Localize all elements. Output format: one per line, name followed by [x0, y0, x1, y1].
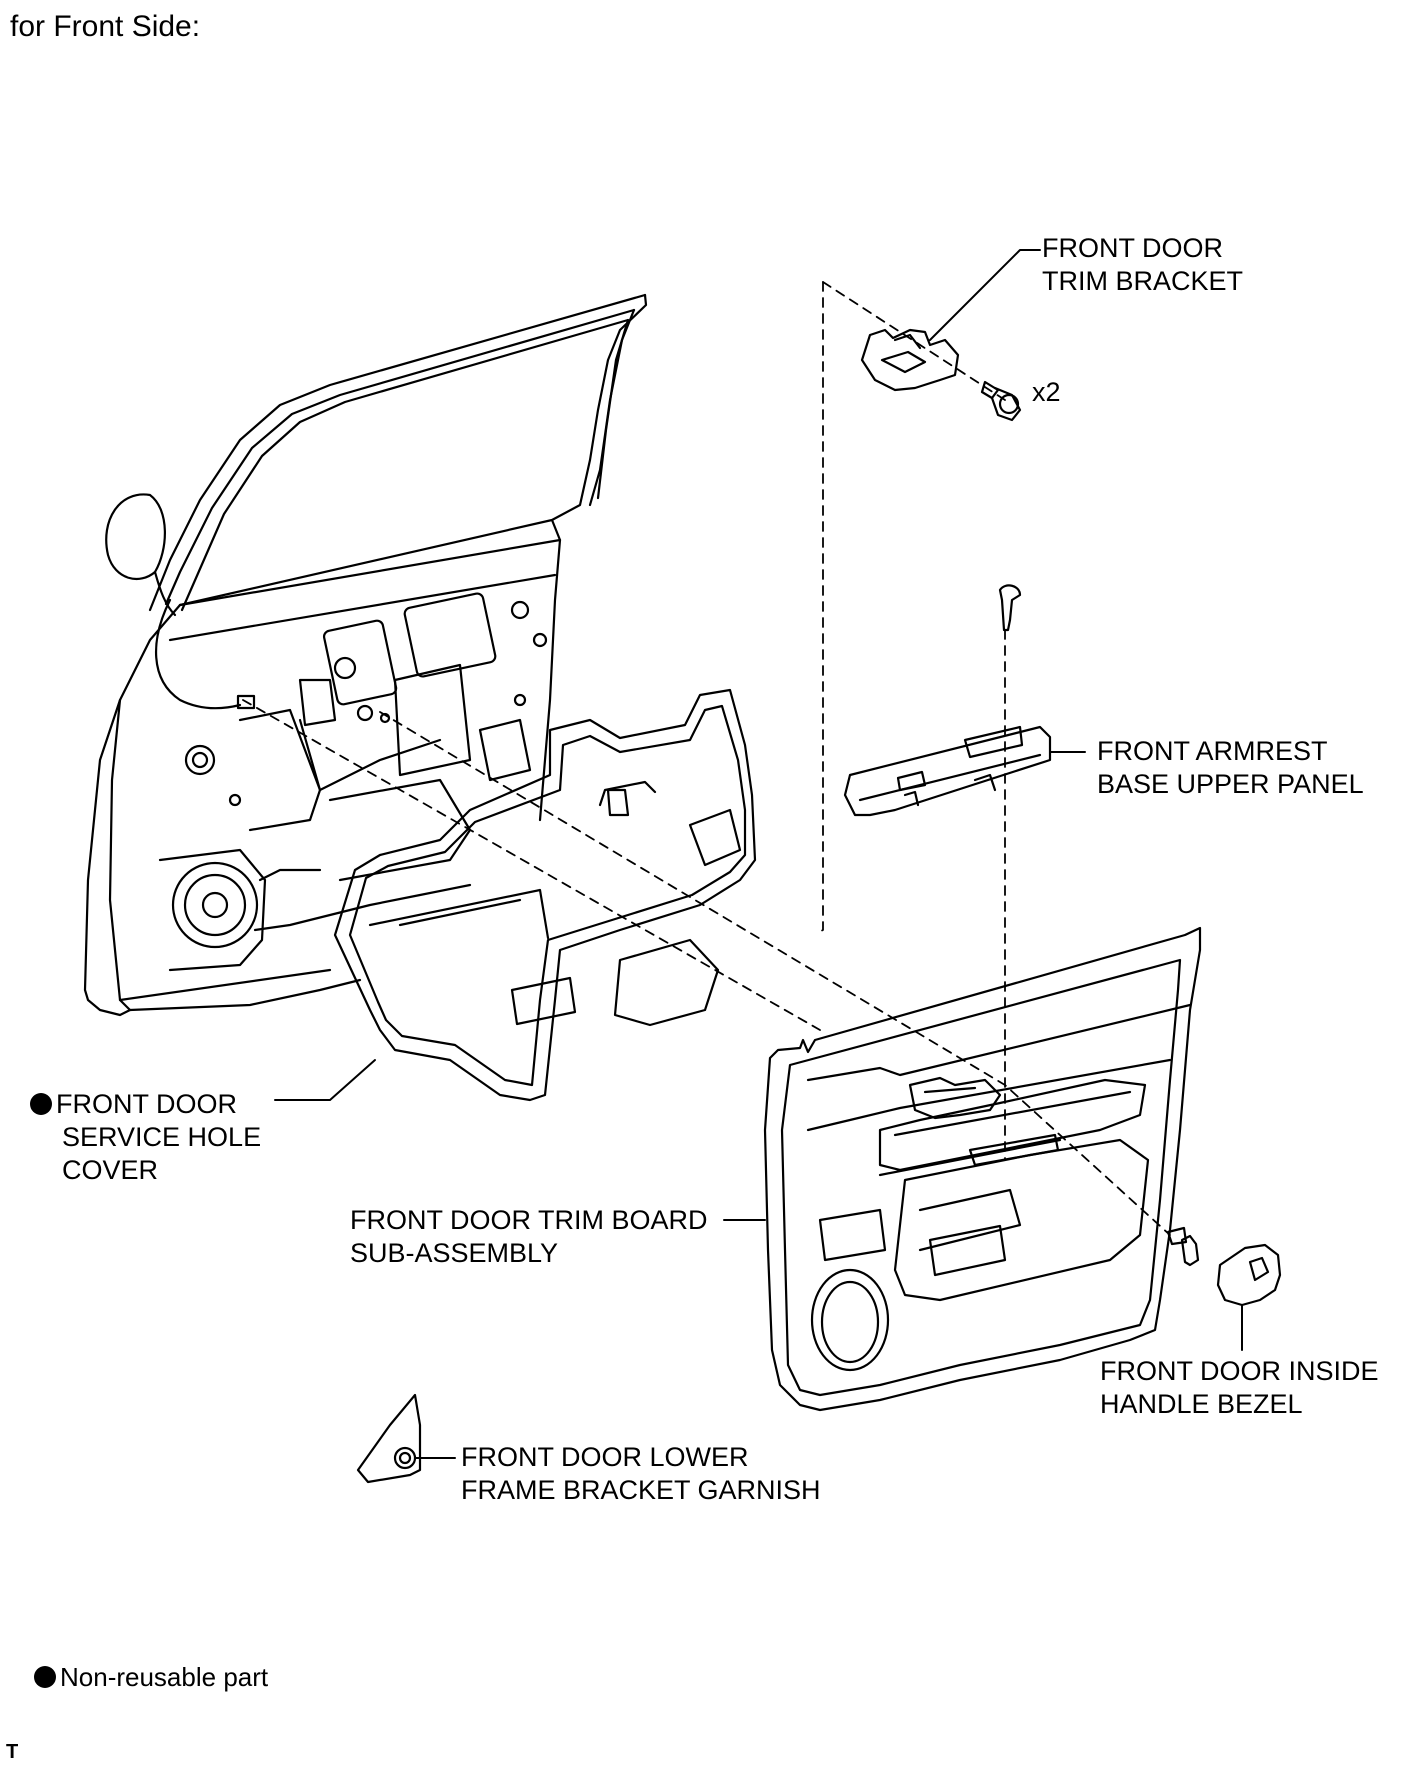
garnish-drawing	[356, 1393, 422, 1484]
trim-board-drawing	[763, 926, 1202, 1412]
label-armrest-panel: FRONT ARMREST BASE UPPER PANEL	[1097, 735, 1364, 801]
label-trim-bracket: FRONT DOOR TRIM BRACKET	[1042, 232, 1243, 298]
label-trim-board-line2: SUB-ASSEMBLY	[350, 1238, 559, 1268]
label-trim-board-line1: FRONT DOOR TRIM BOARD	[350, 1205, 708, 1235]
armrest-panel-drawing	[843, 584, 1052, 817]
handle-bezel-drawing	[1166, 1226, 1282, 1307]
label-service-hole-cover: FRONT DOOR SERVICE HOLE COVER	[30, 1088, 261, 1187]
leader-lines	[274, 249, 1243, 1459]
label-garnish-line1: FRONT DOOR LOWER	[461, 1442, 749, 1472]
legend-text: Non-reusable part	[60, 1662, 269, 1692]
page-heading: for Front Side:	[10, 10, 201, 43]
label-trim-board: FRONT DOOR TRIM BOARD SUB-ASSEMBLY	[350, 1204, 708, 1270]
label-armrest-panel-line1: FRONT ARMREST	[1097, 736, 1328, 766]
label-garnish-line2: FRAME BRACKET GARNISH	[461, 1475, 821, 1505]
label-trim-bracket-line2: TRIM BRACKET	[1042, 266, 1244, 296]
label-service-hole-cover-line1: FRONT DOOR	[56, 1089, 237, 1119]
label-armrest-panel-line2: BASE UPPER PANEL	[1097, 769, 1364, 799]
non-reusable-bullet-icon	[34, 1666, 56, 1688]
label-trim-bracket-line1: FRONT DOOR	[1042, 233, 1223, 263]
corner-mark: T	[6, 1741, 19, 1763]
label-trim-bracket-qty: x2	[1032, 377, 1061, 407]
label-garnish: FRONT DOOR LOWER FRAME BRACKET GARNISH	[461, 1441, 821, 1507]
assembly-dashed-lines	[242, 281, 1171, 1236]
label-handle-bezel-line1: FRONT DOOR INSIDE	[1100, 1356, 1379, 1386]
label-handle-bezel-line2: HANDLE BEZEL	[1100, 1389, 1303, 1419]
service-hole-cover-drawing	[333, 688, 757, 1102]
non-reusable-bullet-icon	[30, 1093, 52, 1115]
label-service-hole-cover-line2: SERVICE HOLE	[62, 1122, 262, 1152]
door-frame-drawing	[83, 293, 648, 1017]
label-service-hole-cover-line3: COVER	[62, 1155, 159, 1185]
trim-bracket-drawing	[860, 328, 1022, 422]
label-handle-bezel: FRONT DOOR INSIDE HANDLE BEZEL	[1100, 1355, 1379, 1421]
legend: Non-reusable part	[34, 1661, 268, 1694]
